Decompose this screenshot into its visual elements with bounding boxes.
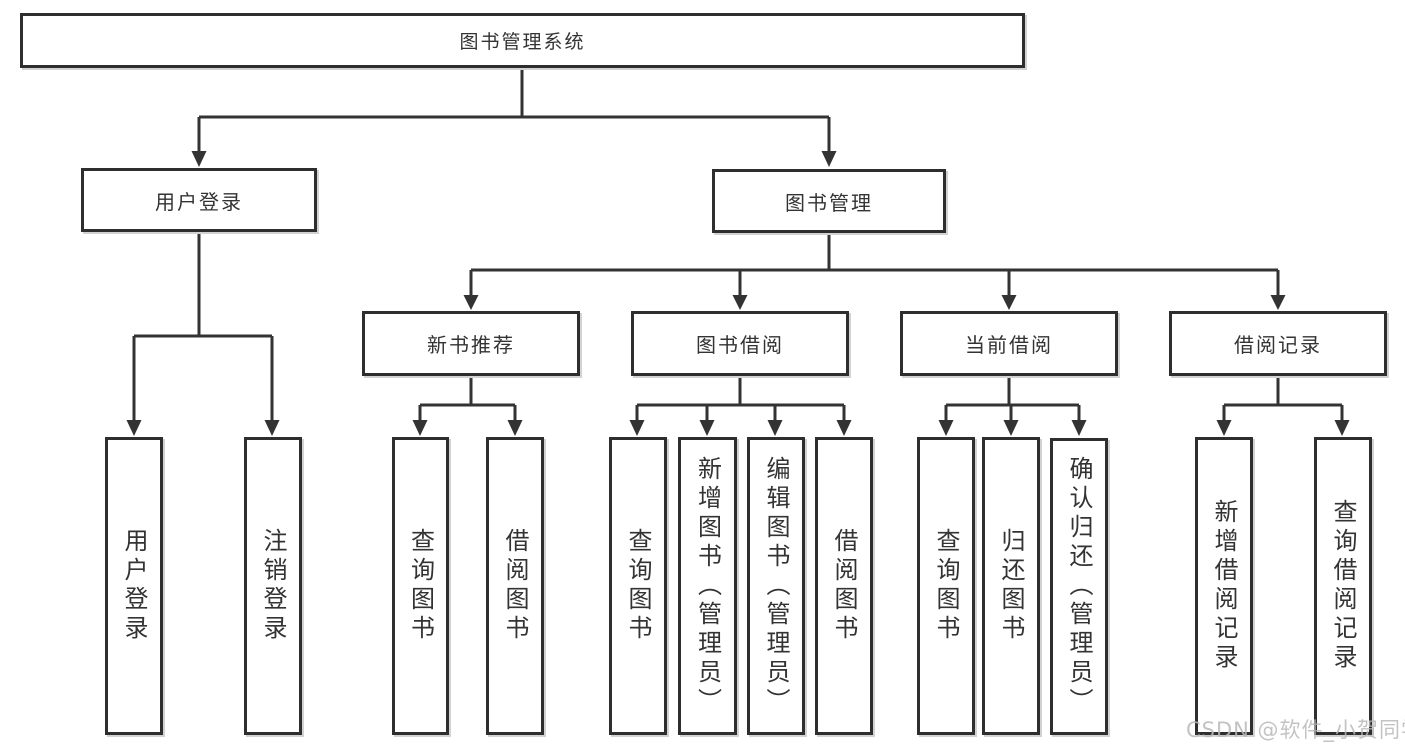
node-current-borrowing: 当前借阅 [900, 311, 1118, 376]
leaf-user-login: 用户登录 [105, 437, 163, 735]
leaf-current-query-books-label: 查询图书 [932, 528, 960, 644]
leaf-add-borrow-record: 新增借阅记录 [1195, 437, 1253, 735]
arrowheads [126, 151, 1350, 436]
node-current-borrowing-label: 当前借阅 [965, 333, 1053, 357]
node-user-login: 用户登录 [81, 168, 317, 232]
node-book-borrowing-label: 图书借阅 [696, 333, 784, 357]
watermark: CSDN @软件_小贺同学 [1186, 718, 1405, 742]
leaf-add-books-admin: 新增图书（管理员） [678, 437, 737, 735]
leaf-logout: 注销登录 [244, 437, 302, 735]
leaf-logout-label: 注销登录 [259, 528, 287, 644]
leaf-borrowing-query-books: 查询图书 [609, 437, 667, 735]
node-borrow-records-label: 借阅记录 [1234, 333, 1322, 357]
leaf-add-borrow-record-label: 新增借阅记录 [1210, 499, 1238, 673]
leaf-current-query-books: 查询图书 [917, 437, 975, 735]
leaf-return-books: 归还图书 [982, 437, 1040, 735]
node-new-book-recommend: 新书推荐 [362, 311, 580, 376]
node-library-system: 图书管理系统 [20, 13, 1025, 68]
leaf-borrowing-borrow-books-label: 借阅图书 [830, 528, 858, 644]
node-library-system-label: 图书管理系统 [459, 31, 586, 53]
node-user-login-label: 用户登录 [155, 189, 243, 214]
leaf-edit-books-admin: 编辑图书（管理员） [747, 437, 805, 735]
leaf-borrowing-query-books-label: 查询图书 [624, 528, 652, 644]
leaf-user-login-label: 用户登录 [120, 528, 148, 644]
node-book-management-label: 图书管理 [785, 190, 873, 215]
leaf-recommend-query-books-label: 查询图书 [406, 528, 435, 644]
leaf-edit-books-admin-label: 编辑图书（管理员） [762, 455, 790, 717]
leaf-add-books-admin-label: 新增图书（管理员） [693, 455, 722, 717]
node-book-borrowing: 图书借阅 [631, 311, 849, 376]
leaf-confirm-return-admin: 确认归还（管理员） [1050, 438, 1108, 735]
leaf-recommend-query-books: 查询图书 [392, 437, 449, 735]
node-new-book-recommend-label: 新书推荐 [427, 333, 515, 357]
leaf-recommend-borrow-books-label: 借阅图书 [501, 528, 529, 644]
leaf-query-borrow-record-label: 查询借阅记录 [1329, 499, 1357, 673]
node-borrow-records: 借阅记录 [1169, 311, 1387, 376]
leaf-borrowing-borrow-books: 借阅图书 [815, 437, 873, 735]
leaf-confirm-return-admin-label: 确认归还（管理员） [1065, 456, 1093, 717]
leaf-recommend-borrow-books: 借阅图书 [486, 437, 544, 735]
leaf-query-borrow-record: 查询借阅记录 [1314, 437, 1372, 735]
node-book-management: 图书管理 [712, 169, 946, 233]
leaf-return-books-label: 归还图书 [997, 528, 1025, 644]
